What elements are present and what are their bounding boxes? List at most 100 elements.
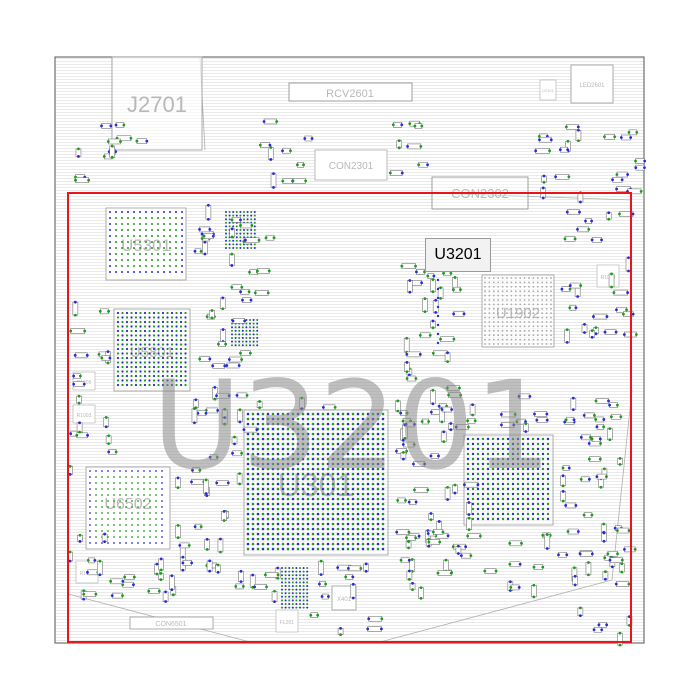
pad [250,211,253,213]
pad [131,488,133,490]
pad [286,482,290,486]
pad [351,532,355,536]
pad [582,414,586,417]
pad [545,277,548,279]
pad [116,316,120,319]
pad [326,517,330,521]
pad [407,546,410,550]
pad [356,412,360,416]
passive-part [564,502,578,509]
pad [366,427,370,431]
pad [231,319,235,323]
pad [137,488,139,490]
pad [139,356,142,360]
pad [145,247,147,249]
passive-part [483,568,498,574]
pad [361,432,365,436]
pad [284,595,287,598]
pad [528,325,530,328]
pad [618,212,621,216]
pad [516,502,520,506]
pad [131,524,133,526]
pad [251,542,255,546]
pad [578,606,582,610]
u5301-outline[interactable] [105,207,187,281]
pad [356,442,360,446]
pad [143,352,147,355]
pad [516,452,520,456]
pad [281,570,283,573]
pad [286,422,290,426]
pad [246,229,249,231]
led2601-outline[interactable] [570,64,614,104]
j2701-outline[interactable] [111,56,203,151]
pad [316,512,320,516]
pad [252,326,255,329]
pad [239,351,242,355]
pad [113,542,115,544]
pad [471,497,475,501]
pad [506,329,508,332]
rcv2601-outline[interactable] [288,82,413,102]
pad [281,447,285,451]
passive-part [281,147,292,154]
pad [87,178,91,182]
pad [356,427,360,431]
pad [316,477,320,481]
pad [145,217,147,219]
pad [232,239,235,242]
pad [491,512,495,516]
part-r5-box[interactable] [275,609,299,633]
pad [388,171,392,175]
pad [295,581,298,584]
pad [336,527,340,531]
pad [301,507,305,511]
passive-part [582,512,594,518]
pad [550,329,552,332]
pad [356,512,360,516]
passive-part [320,593,330,600]
con2301-outline[interactable] [314,149,388,181]
pad [231,326,233,329]
highlight-outline[interactable] [67,192,632,643]
pad [125,320,129,324]
pad [72,382,76,386]
pad [381,547,385,551]
pad [241,329,244,332]
pad [133,241,135,243]
passive-part [215,392,231,399]
pad [291,487,295,491]
pad [578,210,581,214]
pad [306,585,309,587]
passive-part [204,537,210,551]
pad [184,361,187,364]
pad [326,437,330,441]
pad [531,442,535,446]
pad [418,333,422,337]
pad [143,476,145,478]
pad [452,288,455,292]
pad [125,536,127,538]
pad [246,442,250,446]
pad [104,416,108,419]
pad [311,502,315,506]
pad [125,512,127,514]
pad [228,239,231,242]
pad [319,559,323,563]
u6502-outline[interactable] [85,466,171,550]
part-r6-box[interactable] [539,79,557,101]
pad [261,477,265,481]
part-r2-box[interactable] [72,404,96,424]
pad [239,243,242,246]
pad [501,343,504,345]
passive-part [347,565,363,572]
pad [497,321,500,323]
con6501-outline[interactable] [129,616,214,630]
pad [306,537,310,541]
pad [501,472,505,476]
pad [471,442,475,446]
pad [291,577,294,580]
pad [302,592,305,595]
pad [175,338,178,342]
